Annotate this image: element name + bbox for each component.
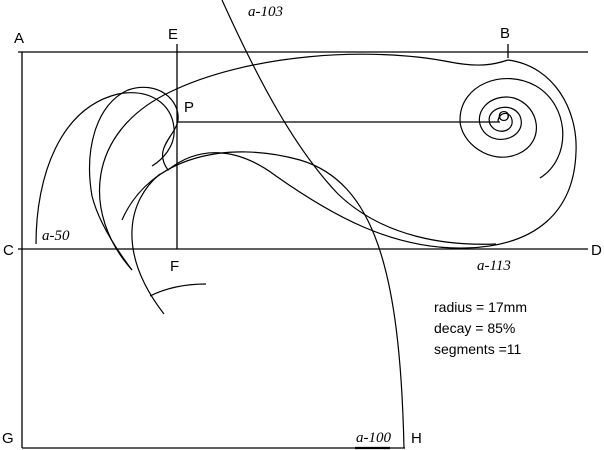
point-label-a: A	[14, 30, 24, 47]
point-label-c: C	[3, 242, 14, 259]
point-label-g: G	[2, 430, 14, 447]
arc-label-a-100: a-100	[356, 430, 391, 446]
arc-a-103	[221, 0, 497, 245]
point-label-e: E	[168, 26, 178, 43]
arc-lower-tail	[149, 283, 207, 297]
point-label-f: F	[170, 258, 179, 275]
arc-label-a-103: a-103	[248, 4, 283, 20]
point-label-b: B	[500, 25, 510, 42]
arc-label-a-113: a-113	[477, 258, 511, 274]
point-label-d: D	[591, 242, 602, 259]
point-label-h: H	[411, 430, 422, 447]
arc-lower	[131, 173, 165, 315]
point-label-o: O	[498, 108, 510, 125]
parameter-segments: segments =11	[434, 341, 522, 357]
inner-spiral	[459, 77, 564, 179]
arc-a-100	[121, 151, 405, 449]
arc-label-a-50: a-50	[42, 228, 70, 244]
parameter-radius: radius = 17mm	[434, 299, 527, 315]
parameter-decay: decay = 85%	[434, 320, 515, 336]
arc-a-50	[35, 92, 175, 245]
point-label-p: P	[184, 99, 194, 116]
outer-spiral-upper	[98, 53, 509, 271]
outer-spiral	[89, 59, 577, 271]
